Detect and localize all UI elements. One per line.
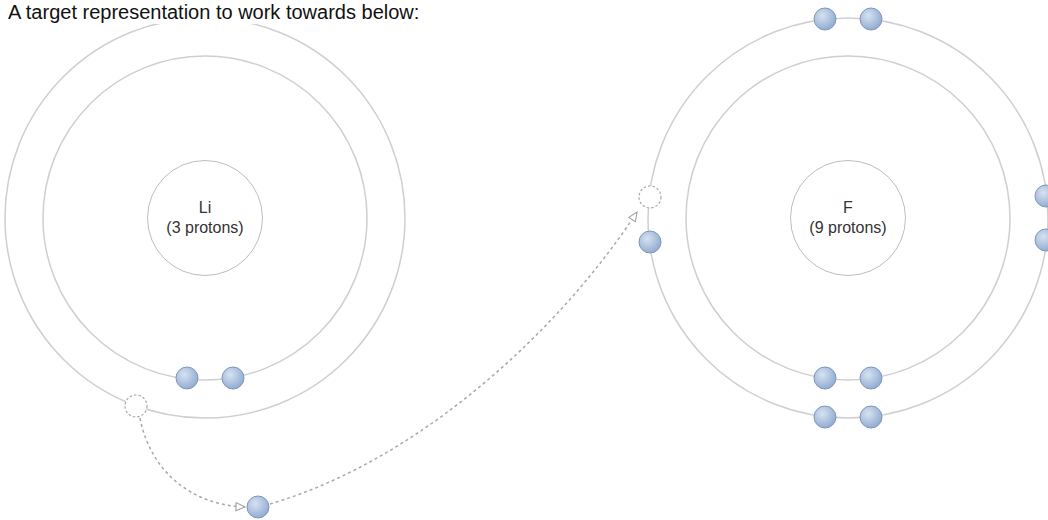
nucleus-circle: Li(3 protons) (147, 160, 263, 276)
proton-count: (3 protons) (166, 218, 243, 238)
li-outer-shell (5, 18, 405, 418)
element-symbol: F (843, 198, 853, 218)
li-inner-shell (43, 56, 367, 380)
f-inner-shell (686, 56, 1010, 380)
vacated-position (125, 395, 147, 417)
title: A target representation to work towards … (4, 0, 423, 24)
proton-count: (9 protons) (809, 218, 886, 238)
nucleus-circle: F(9 protons) (790, 160, 906, 276)
transfer-path (140, 418, 245, 507)
transfer-path (270, 212, 637, 504)
element-symbol: Li (199, 198, 211, 218)
f-outer-shell (648, 18, 1048, 418)
electrons (176, 8, 1048, 518)
vacancy-position (639, 186, 661, 208)
